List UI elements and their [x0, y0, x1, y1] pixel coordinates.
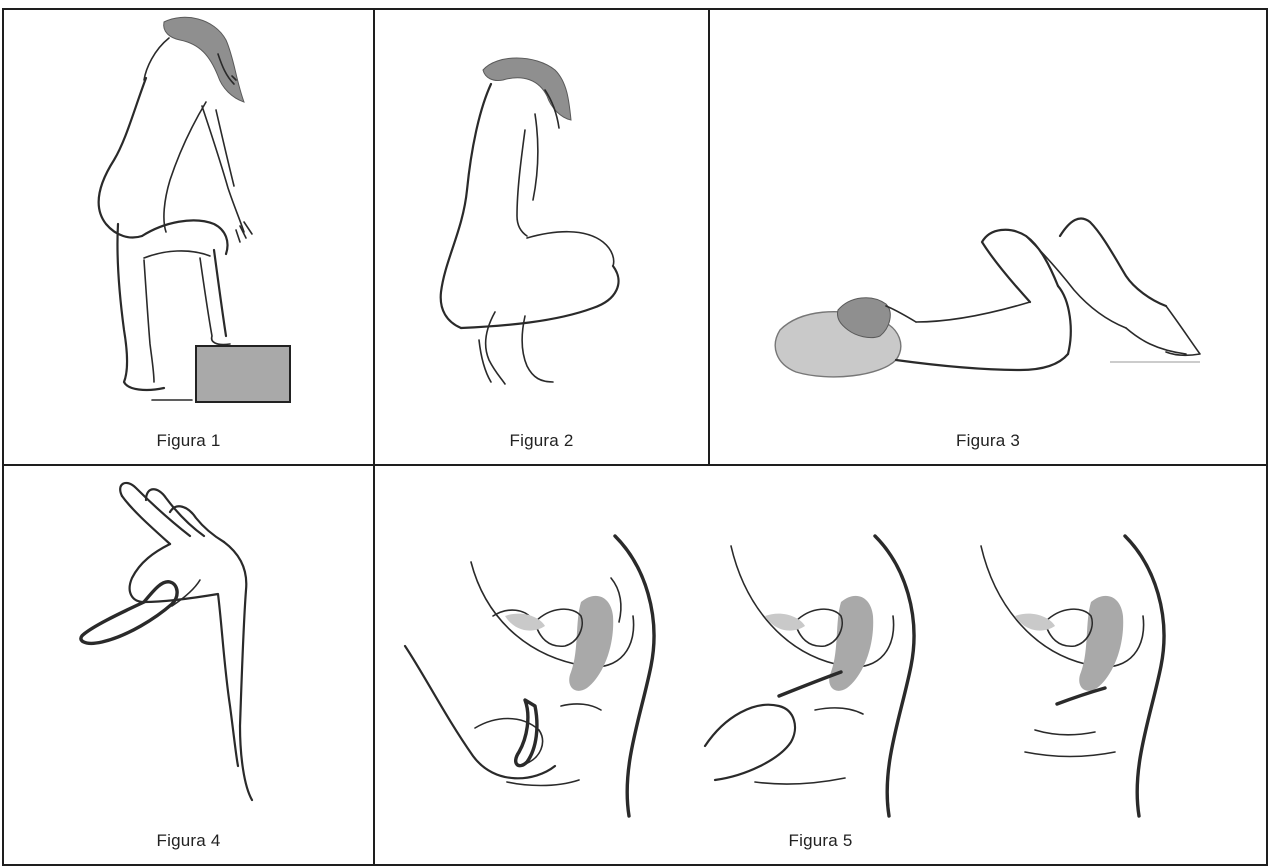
figure-4-panel: Figura 4	[2, 464, 375, 866]
figure-4-caption: Figura 4	[4, 831, 373, 851]
standing-leg-raised-illustration	[4, 10, 373, 464]
figure-2-caption: Figura 2	[375, 431, 708, 451]
squatting-illustration	[375, 10, 708, 464]
figure-3-panel: Figura 3	[708, 8, 1268, 466]
figure-1-panel: Figura 1	[2, 8, 375, 466]
figure-1-caption: Figura 1	[4, 431, 373, 451]
figure-5-panel: Figura 5	[373, 464, 1268, 866]
insertion-cross-section-illustration	[375, 466, 1266, 864]
figure-2-panel: Figura 2	[373, 8, 710, 466]
figure-5-caption: Figura 5	[375, 831, 1266, 851]
figure-3-caption: Figura 3	[710, 431, 1266, 451]
folded-cup-in-hand-illustration	[4, 466, 373, 864]
lying-knees-bent-illustration	[710, 10, 1266, 464]
